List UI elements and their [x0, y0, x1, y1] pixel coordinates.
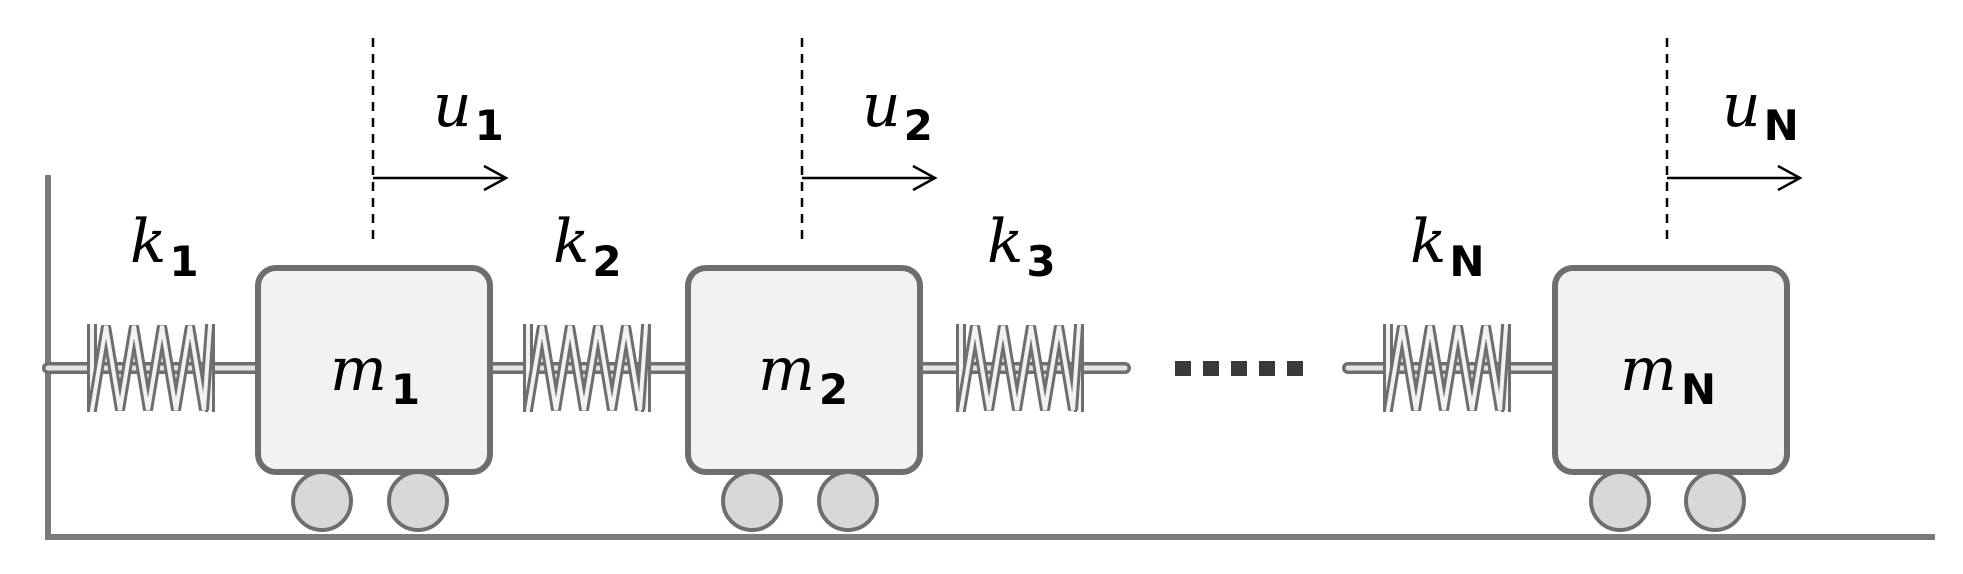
wheel	[1684, 470, 1746, 532]
mass-N: mN	[1552, 265, 1790, 532]
displacement-uN: uN	[1665, 38, 1803, 242]
displacement-label: u1	[433, 71, 504, 150]
wheel	[817, 470, 879, 532]
mass-label: m2	[758, 335, 848, 414]
spring-label-kN: kN	[1410, 207, 1485, 286]
mass-2: m2	[685, 265, 923, 532]
spring-label-k1: k1	[130, 207, 199, 286]
spring-kN	[1383, 324, 1511, 412]
spring-k1	[87, 324, 215, 412]
spring-k2	[523, 324, 651, 412]
wheel	[387, 470, 449, 532]
displacement-u2: u2	[800, 38, 938, 242]
wheel	[1589, 470, 1651, 532]
mass-box	[255, 265, 493, 475]
spring-k3	[956, 324, 1084, 412]
wheel	[291, 470, 353, 532]
wheel	[721, 470, 783, 532]
mass-box	[1552, 265, 1790, 475]
mass-1: m1	[255, 265, 493, 532]
displacement-label: uN	[1722, 71, 1799, 150]
mass-label: mN	[1620, 335, 1716, 414]
spring-label-k2: k2	[553, 207, 622, 286]
mass-label: m1	[330, 335, 420, 414]
mass-box	[685, 265, 923, 475]
displacement-u1: u1	[371, 38, 509, 242]
ellipsis-dots	[1175, 361, 1303, 376]
spring-label-k3: k3	[987, 207, 1056, 286]
displacement-label: u2	[862, 71, 933, 150]
